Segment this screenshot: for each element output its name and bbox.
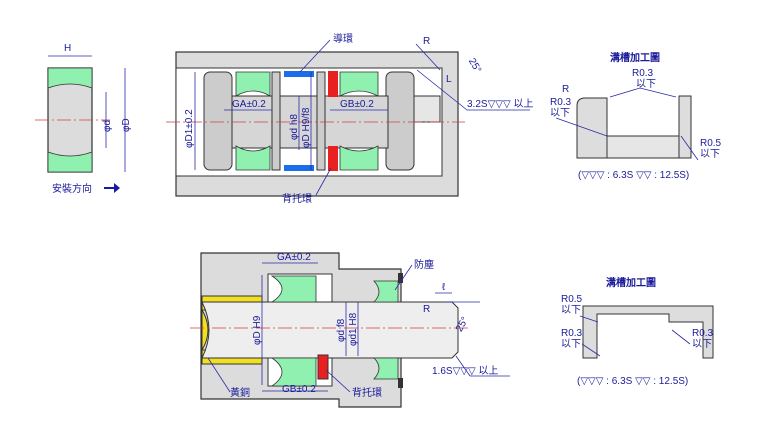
groove-detail-bottom: 溝槽加工圖 R0.5 以下 R0.3 以下 R0.3 以下 (▽▽▽ : 6.3… xyxy=(561,276,714,387)
dh8-label: φd h8 xyxy=(289,114,300,140)
install-direction-label: 安裝方向 xyxy=(52,182,92,195)
gb-label: GB±0.2 xyxy=(282,384,316,395)
guide-ring-label: 導環 xyxy=(333,32,353,45)
r03-label: R0.3 xyxy=(632,68,654,79)
r05-label: R0.5 xyxy=(561,294,583,305)
rod-seal-drawing: GA±0.2 GB±0.2 φD H9 φd f8 φd1 H8 防塵 黃銅 背… xyxy=(190,252,510,408)
r-label: R xyxy=(423,304,430,315)
r03-left-label: R0.3 xyxy=(561,328,583,339)
dust-seal-label: 防塵 xyxy=(414,258,434,271)
gb-label: GB±0.2 xyxy=(340,99,374,110)
finish-label: 1.6S▽▽▽ 以上 xyxy=(432,365,498,377)
h-label: H xyxy=(64,43,71,54)
groove-detail-top: 溝槽加工圖 R R0.3 以下 R0.3 以下 R0.5 以下 (▽▽▽ : 6… xyxy=(550,51,722,181)
arrow-right-icon xyxy=(104,183,120,193)
under-left-label: 以下 xyxy=(561,339,581,350)
r03-right-label: R0.3 xyxy=(692,328,714,339)
r-label: R xyxy=(562,84,569,95)
backup-ring-label: 背托環 xyxy=(352,386,382,399)
groove-title: 溝槽加工圖 xyxy=(610,51,660,64)
d1-label: φD1±0.2 xyxy=(184,109,195,148)
under-left-label: 以下 xyxy=(550,108,570,119)
dh9f8-label: φD H9/f8 xyxy=(301,107,312,148)
under-r05-label: 以下 xyxy=(561,305,581,316)
under-right-label: 以下 xyxy=(692,339,712,350)
r03-left-label: R0.3 xyxy=(550,97,572,108)
seal-side-view: H φd φD 安裝方向 xyxy=(35,43,132,195)
backup-ring xyxy=(328,71,338,97)
angle-label: 25° xyxy=(466,57,483,76)
l-label: L xyxy=(446,74,452,85)
dh9-label: φD H9 xyxy=(252,315,263,345)
r05-label: R0.5 xyxy=(700,138,722,149)
guide-ring xyxy=(284,71,314,77)
under-r05-label: 以下 xyxy=(700,149,720,160)
df8-label: φd f8 xyxy=(336,318,347,342)
ga-label: GA±0.2 xyxy=(232,99,266,110)
l-label: ℓ xyxy=(442,282,446,293)
phi-d-label: φd xyxy=(102,120,113,132)
brass-label: 黃銅 xyxy=(230,386,250,399)
under-label: 以下 xyxy=(636,79,656,90)
finish-legend: (▽▽▽ : 6.3S ▽▽ : 12.5S) xyxy=(577,376,688,387)
r-label: R xyxy=(423,36,430,47)
finish-label: 3.2S▽▽▽ 以上 xyxy=(467,98,533,110)
backup-ring-label: 背托環 xyxy=(282,192,312,205)
ga-label: GA±0.2 xyxy=(277,252,311,263)
finish-legend: (▽▽▽ : 6.3S ▽▽ : 12.5S) xyxy=(578,170,689,181)
piston-seal-drawing: 導環 背托環 GA±0.2 GB±0.2 φD1±0.2 φd h8 φD H9… xyxy=(166,32,533,205)
groove-title: 溝槽加工圖 xyxy=(606,276,656,289)
phi-D-label: φD xyxy=(121,118,132,132)
d1h8-label: φd1 H8 xyxy=(348,312,359,346)
